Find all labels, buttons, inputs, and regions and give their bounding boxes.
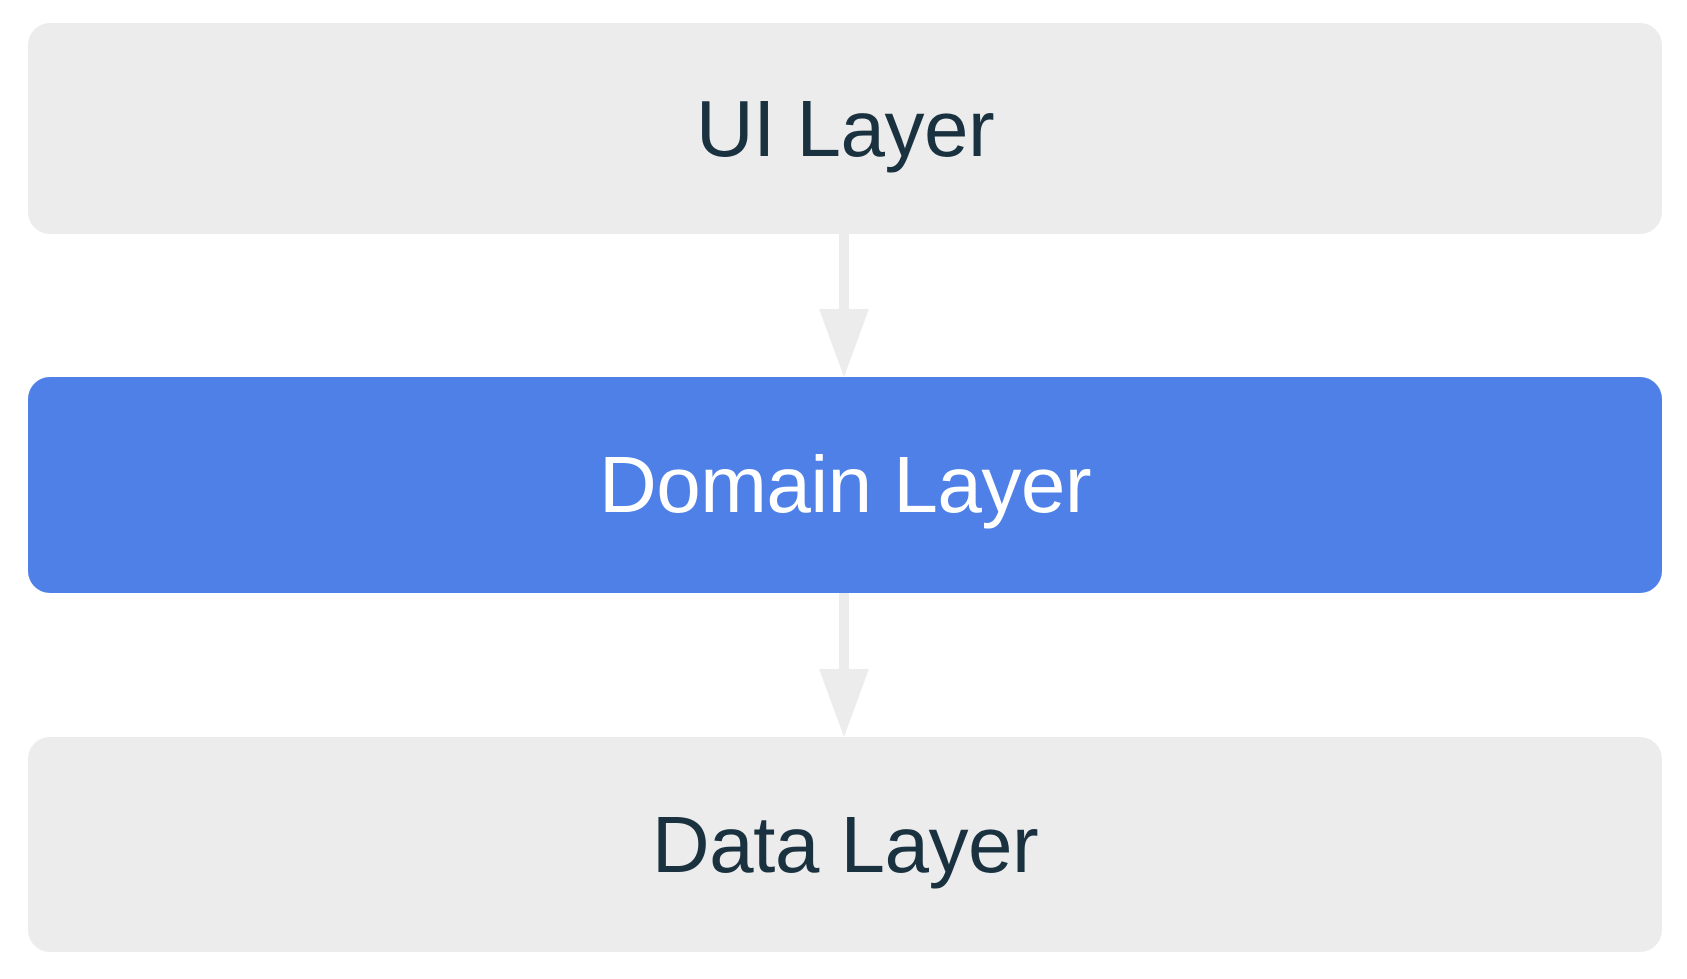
node-domain-layer[interactable]: Domain Layer [28,377,1662,593]
node-ui-layer[interactable]: UI Layer [28,23,1662,234]
arrow-domain-to-data [819,593,869,737]
node-domain-layer-label: Domain Layer [598,440,1092,529]
arrow-ui-to-domain [819,234,869,377]
node-ui-layer-label: UI Layer [695,83,995,173]
node-data-layer-label: Data Layer [651,799,1039,889]
node-data-layer[interactable]: Data Layer [28,737,1662,952]
